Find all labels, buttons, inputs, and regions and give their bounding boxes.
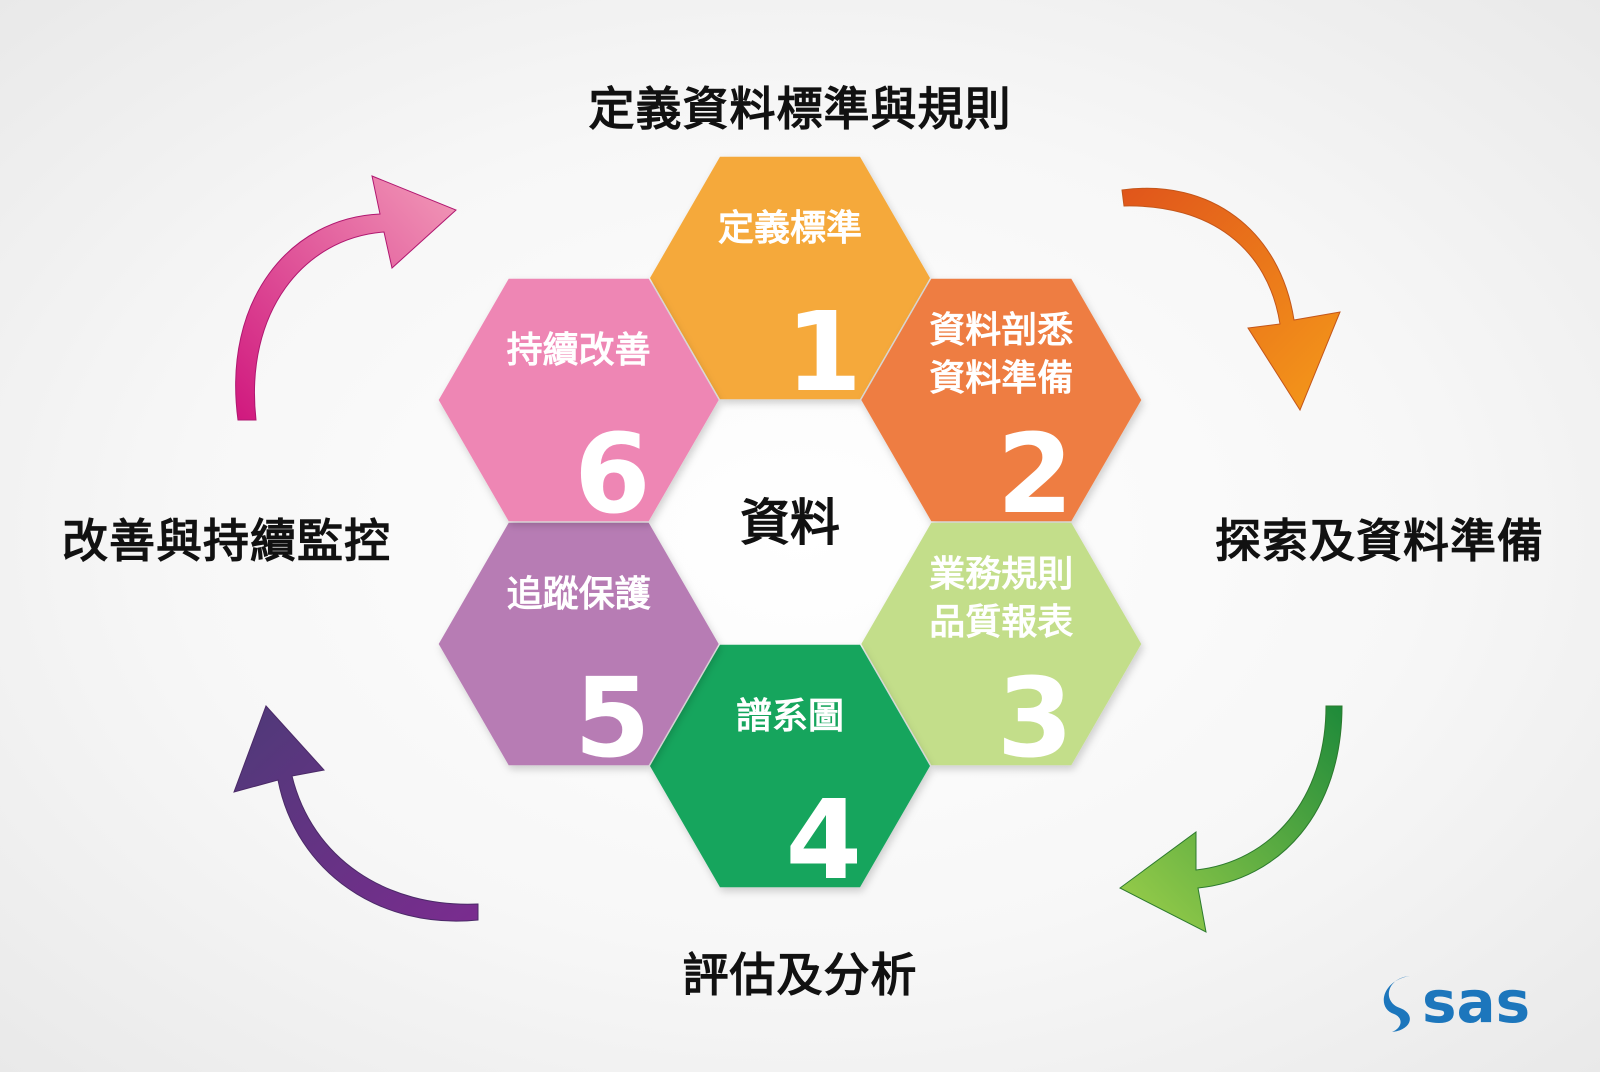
phase-improve-monitor: 改善與持續監控 (62, 514, 391, 568)
step-5-label: 追蹤保護 (507, 574, 652, 615)
step-3-label: 業務規則 (929, 554, 1073, 595)
step-1-label: 定義標準 (718, 208, 862, 249)
phase-evaluate-analyze: 評估及分析 (682, 948, 918, 1002)
arrow-bottom-left (233, 705, 479, 922)
step-2-label: 資料剖悉 (929, 310, 1073, 351)
step-2-number: 2 (997, 410, 1074, 538)
hexagon-step-2 (861, 278, 1142, 522)
step-6-number: 6 (574, 410, 651, 538)
arrow-top-right (1121, 187, 1341, 412)
step-3-number: 3 (997, 654, 1074, 782)
arrow-top-left (235, 175, 457, 421)
center-data-label: 資料 (740, 494, 840, 552)
step-5-number: 5 (574, 654, 651, 782)
sas-logo: sas (1372, 968, 1562, 1040)
hexagon-step-6 (438, 278, 719, 522)
step-4-label: 譜系圖 (736, 696, 844, 737)
step-6-label: 持續改善 (507, 330, 651, 371)
arrow-bottom-right (1119, 705, 1343, 933)
hexagon-step-4 (650, 644, 930, 888)
step-2-label: 資料準備 (929, 358, 1073, 399)
hexagon-step-1 (650, 156, 930, 400)
sas-swoosh-icon (1383, 976, 1410, 1032)
phase-explore-prepare: 探索及資料準備 (1215, 514, 1544, 568)
phase-define-standards: 定義資料標準與規則 (588, 82, 1012, 136)
step-1-number: 1 (785, 288, 862, 416)
step-4-number: 4 (785, 776, 862, 904)
hexagon-step-5 (438, 522, 719, 766)
step-3-label: 品質報表 (929, 602, 1073, 643)
hexagon-step-3 (861, 522, 1142, 766)
sas-logo-text: sas (1422, 970, 1530, 1036)
